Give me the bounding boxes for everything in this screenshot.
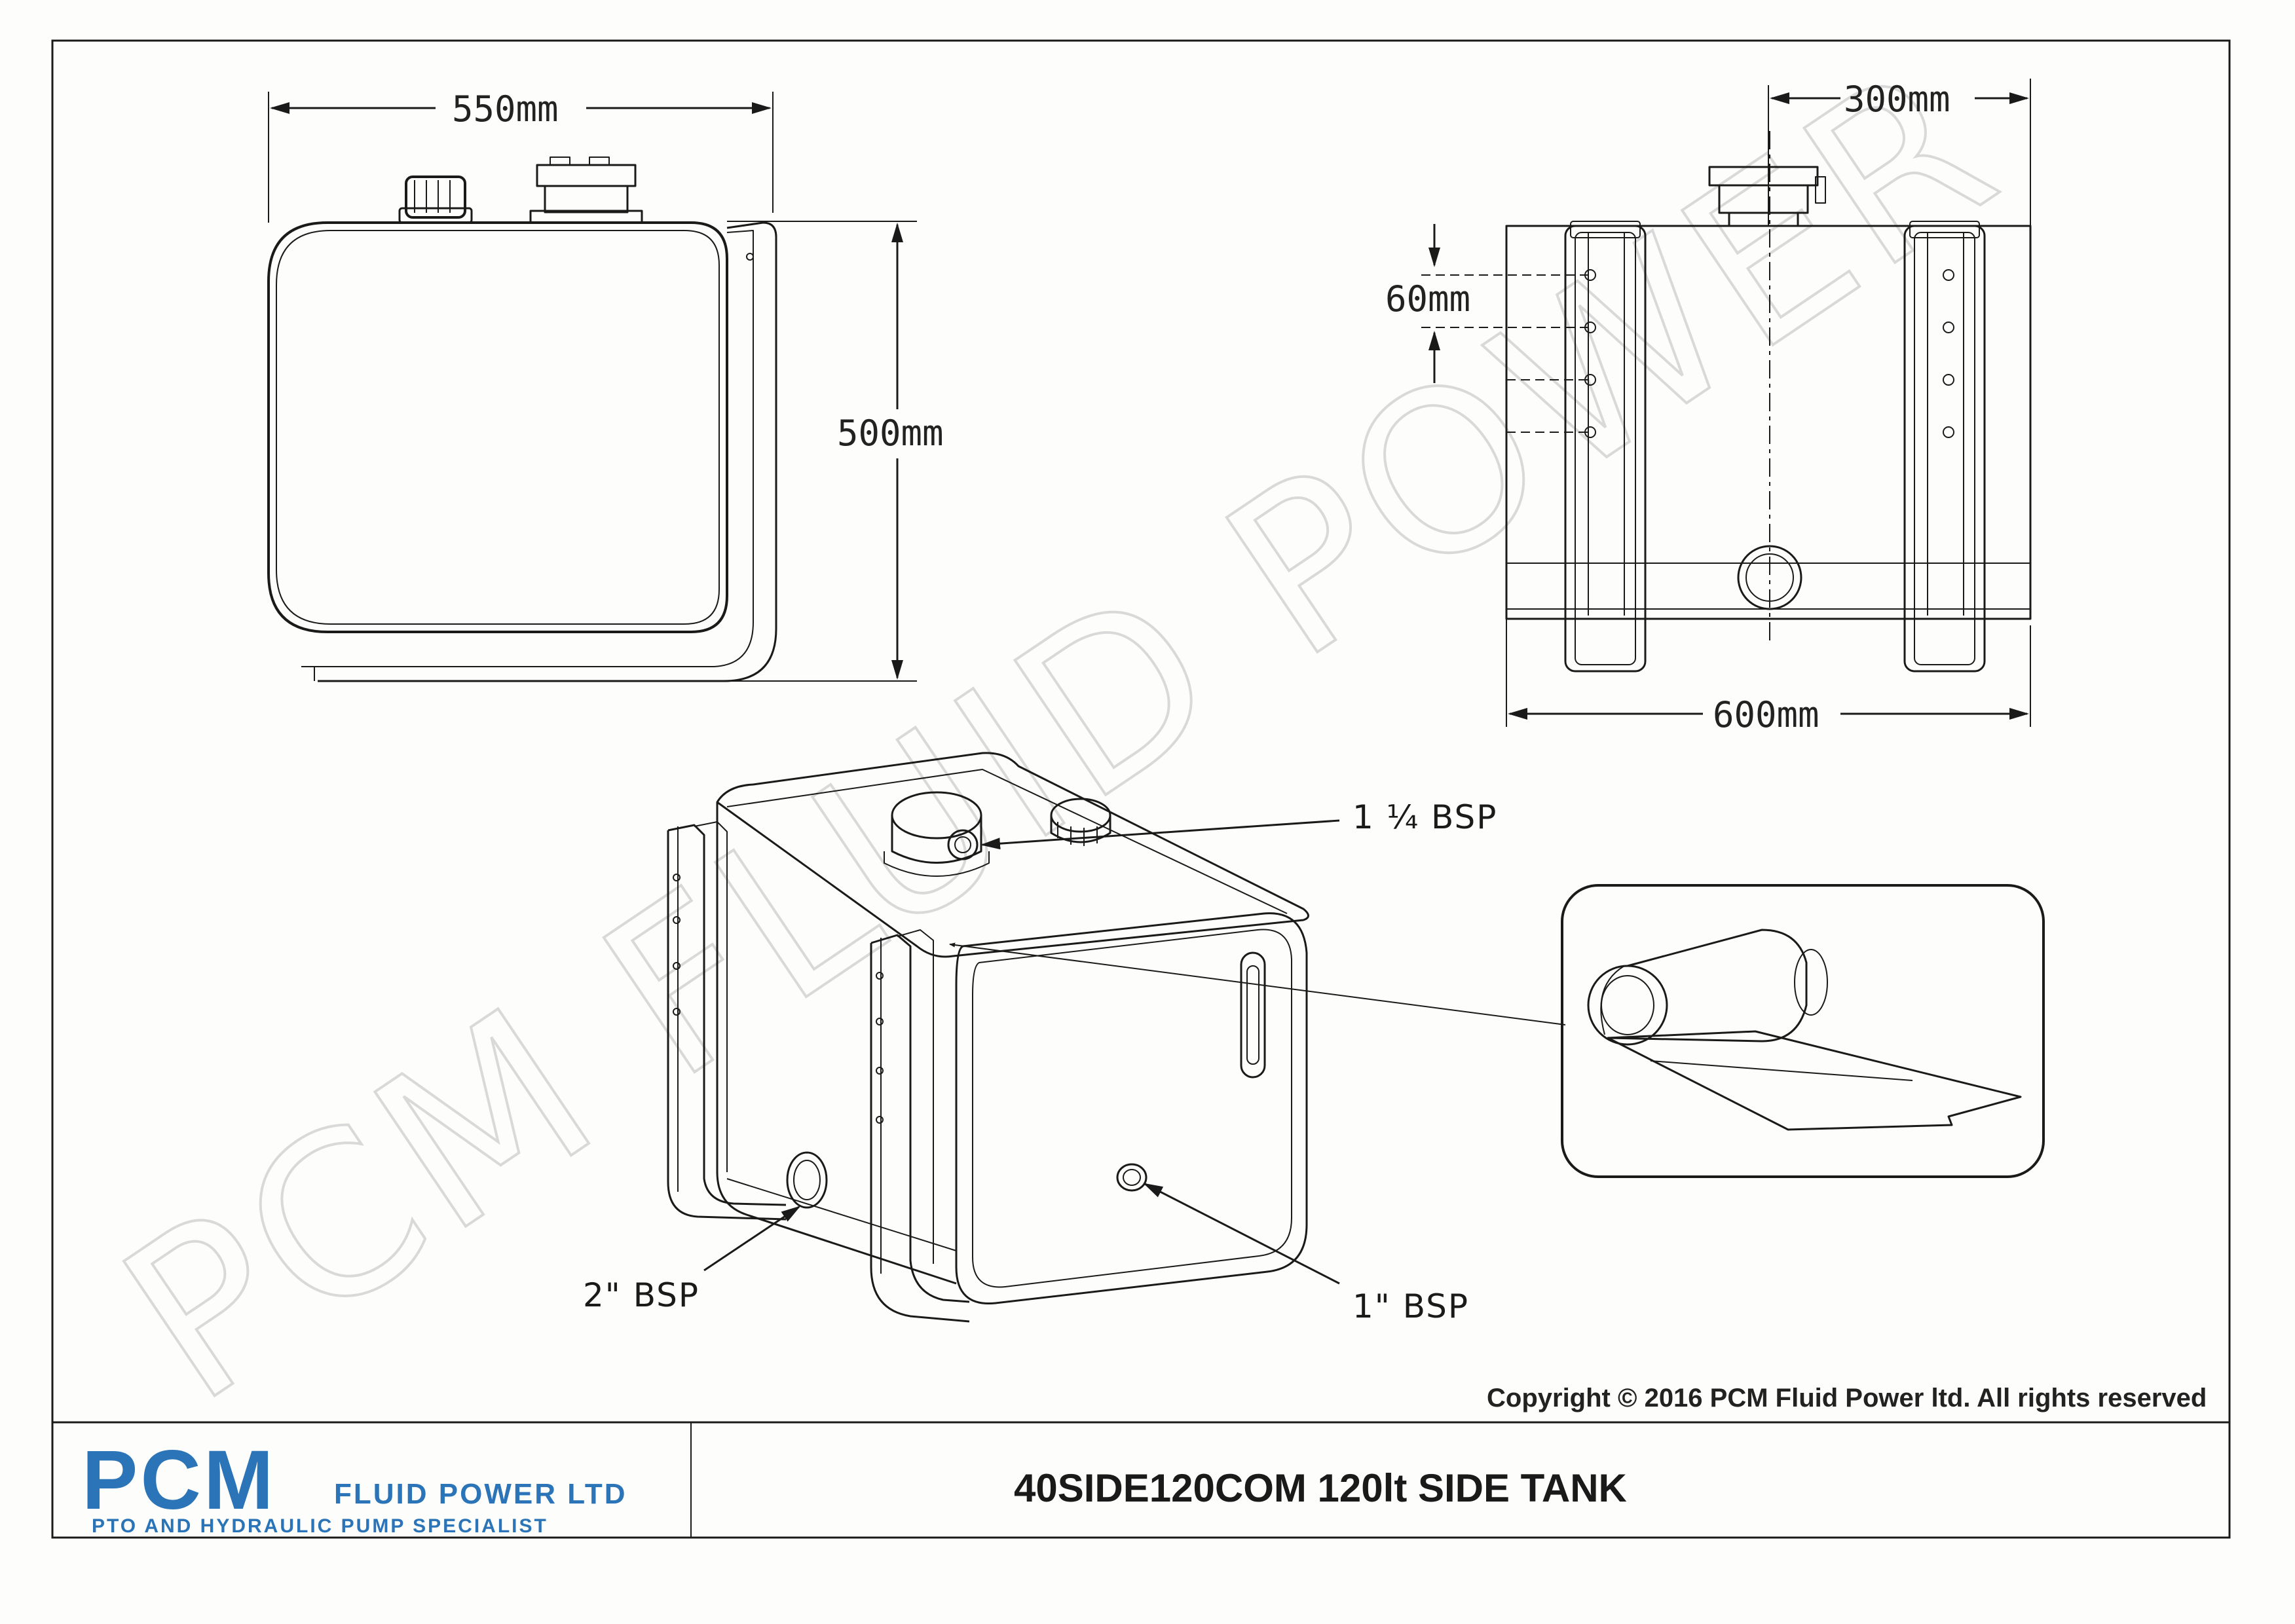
side-view [1421, 79, 2030, 727]
filler-port-callout: 1 ¼ BSP [1353, 798, 1497, 836]
hole-pitch-label: 60mm [1385, 278, 1470, 320]
logo-sub-text: FLUID POWER LTD [334, 1478, 627, 1510]
depth-dimension-label: 300mm [1844, 79, 1950, 120]
copyright-notice: Copyright © 2016 PCM Fluid Power ltd. Al… [1487, 1384, 2207, 1412]
drain-port-callout: 1" BSP [1353, 1287, 1469, 1325]
width-dimension-label: 550mm [452, 88, 559, 130]
isometric-view [668, 753, 1309, 1321]
length-dimension-label: 600mm [1713, 694, 1819, 735]
sheet-border [52, 41, 2230, 1538]
logo-tagline: PTO AND HYDRAULIC PUMP SPECIALIST [92, 1515, 548, 1537]
company-logo: PCM FLUID POWER LTD PTO AND HYDRAULIC PU… [82, 1433, 627, 1537]
logo-main-text: PCM [82, 1433, 276, 1527]
outlet-port-callout: 2" BSP [583, 1276, 700, 1314]
callout-leaders [704, 821, 1565, 1283]
hinge-detail-inset [1562, 885, 2043, 1177]
front-view [269, 92, 917, 681]
height-dimension-label: 500mm [837, 413, 944, 454]
drawing-title: 40SIDE120COM 120lt SIDE TANK [1014, 1466, 1627, 1510]
